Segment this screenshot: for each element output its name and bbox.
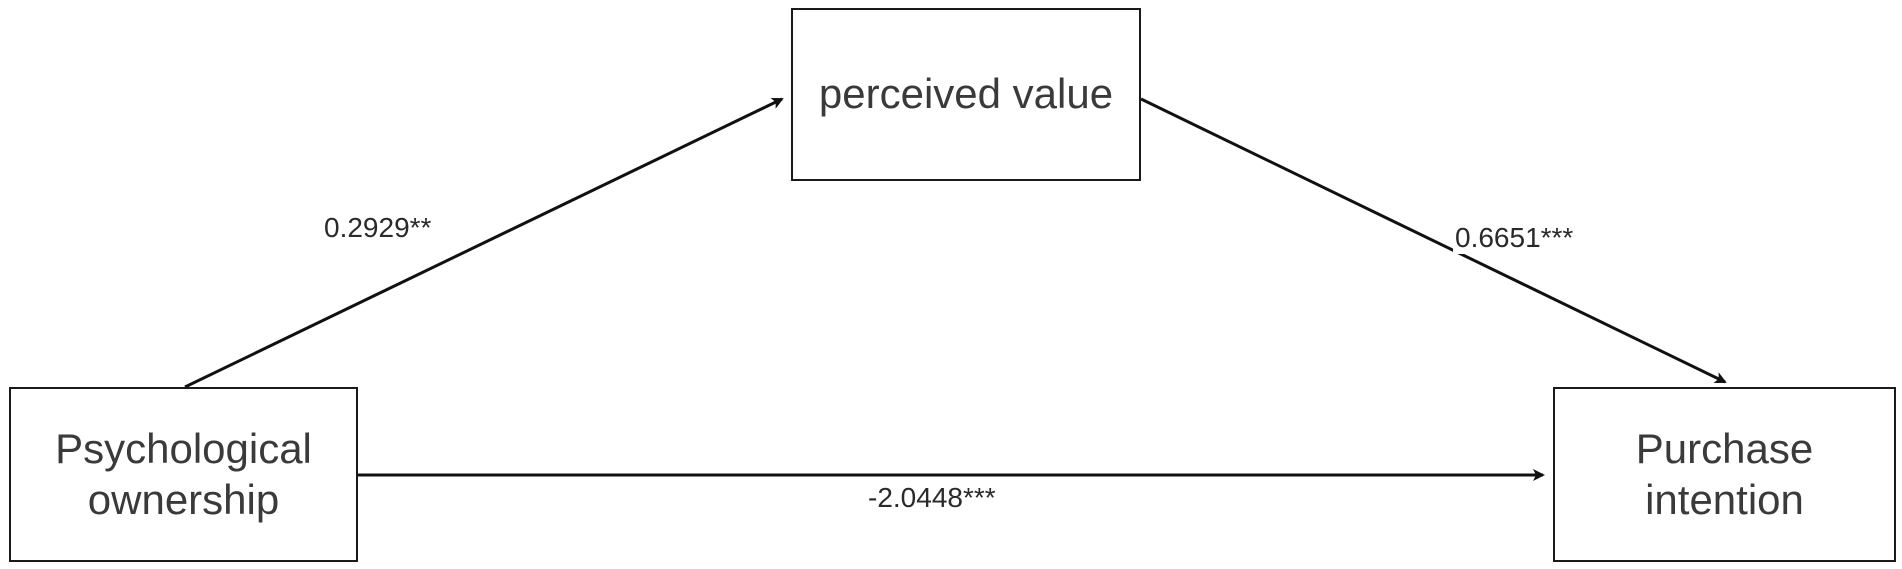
node-psychological-ownership-label-line1: Psychological (55, 425, 312, 473)
edge-b-arrow (1140, 97, 1727, 384)
node-purchase-intention: Purchase intention (1553, 387, 1896, 562)
edge-a-arrow (184, 97, 784, 389)
node-perceived-value: perceived value (791, 8, 1141, 181)
node-psychological-ownership: Psychological ownership (9, 387, 358, 562)
edge-a-coefficient: 0.2929** (322, 212, 434, 244)
node-perceived-value-label: perceived value (818, 70, 1114, 118)
node-psychological-ownership-label-line2: ownership (87, 475, 280, 523)
node-purchase-intention-label: Purchase intention (1635, 425, 1814, 523)
edge-c-coefficient: -2.0448*** (866, 482, 998, 514)
edge-b-coefficient: 0.6651*** (1453, 222, 1576, 254)
